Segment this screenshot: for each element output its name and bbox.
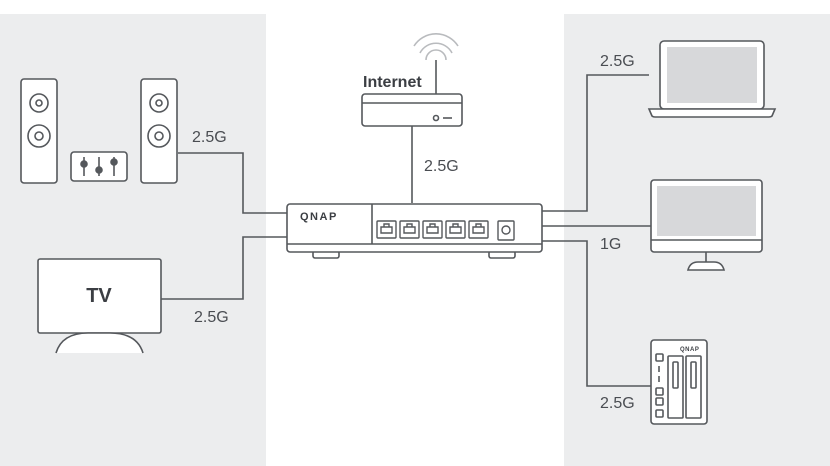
- audio-link-speed: 2.5G: [192, 129, 227, 146]
- link-laptop: [542, 74, 649, 212]
- internet-label: Internet: [363, 74, 422, 91]
- wifi-signal-icon: [413, 33, 459, 61]
- ethernet-ports: [376, 220, 515, 241]
- internet-link-speed: 2.5G: [424, 158, 459, 175]
- nas-link-speed: 2.5G: [600, 395, 635, 412]
- mixer-icon: [70, 151, 128, 182]
- tv-label: TV: [86, 285, 112, 307]
- nas-icon: [650, 339, 708, 425]
- link-audio: [178, 152, 287, 214]
- wifi-router-icon: [361, 93, 463, 127]
- laptop-link-speed: 2.5G: [600, 53, 635, 70]
- connection-lines: [161, 74, 651, 387]
- link-tv: [161, 236, 287, 300]
- switch-brand-label: QNAP: [300, 211, 338, 223]
- link-nas: [542, 240, 651, 387]
- monitor-icon: [650, 179, 763, 271]
- monitor-link-speed: 1G: [600, 236, 621, 253]
- speaker-right-icon: [140, 78, 178, 184]
- tv-link-speed: 2.5G: [194, 309, 229, 326]
- nas-brand-label: QNAP: [680, 347, 699, 353]
- laptop-icon: [647, 40, 777, 118]
- tv-icon: [37, 258, 162, 354]
- speaker-left-icon: [20, 78, 58, 184]
